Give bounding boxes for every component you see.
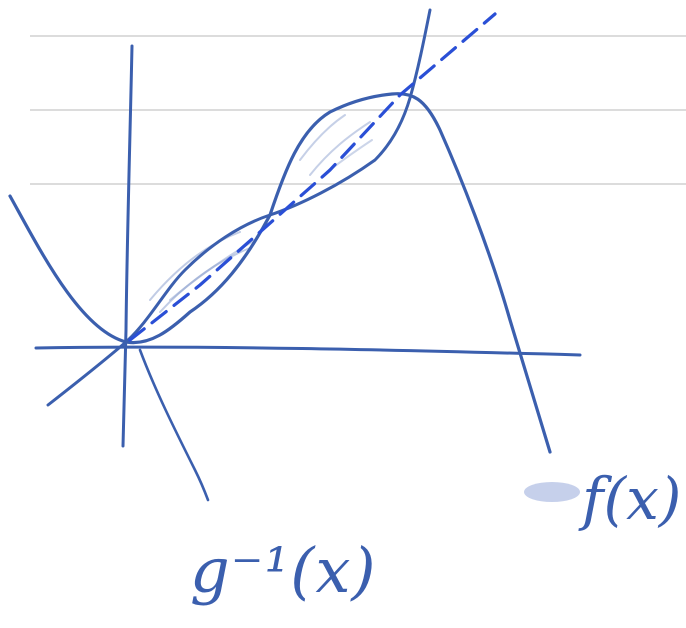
x-axis	[34, 345, 582, 357]
g-inverse-lower-branch	[138, 348, 210, 502]
dashed-diagonal-line	[128, 12, 497, 342]
g-inverse-curve	[46, 8, 432, 407]
shaded-region	[149, 114, 373, 313]
ink-smudge	[524, 482, 580, 502]
f-curve	[8, 92, 552, 454]
g-inverse-label: g⁻¹(x)	[190, 534, 377, 607]
f-label: f(x).	[582, 465, 686, 533]
y-axis	[121, 44, 134, 448]
